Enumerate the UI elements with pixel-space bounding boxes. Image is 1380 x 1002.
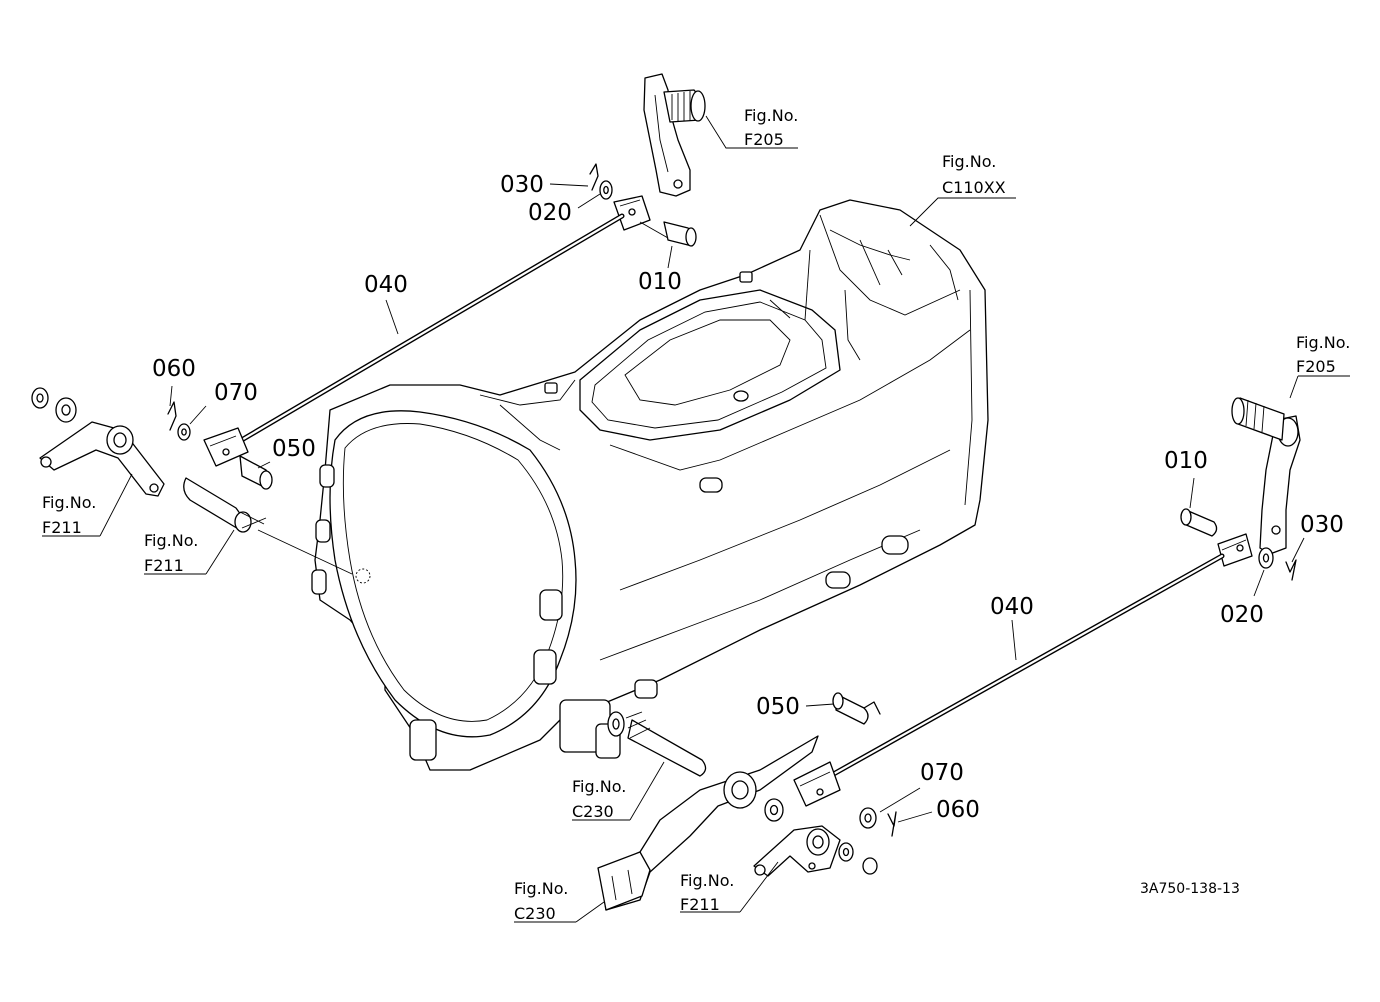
transmission-housing xyxy=(311,199,989,771)
part-label-060-left: 060 xyxy=(152,356,196,382)
fig-ref-line1: Fig.No. xyxy=(144,531,198,550)
part-label-040-left: 040 xyxy=(364,272,408,298)
fig-ref-line2: F211 xyxy=(42,518,82,537)
rod-upper-left xyxy=(225,213,625,451)
part-label-070-bottom: 070 xyxy=(920,760,964,786)
part-label-030-top: 030 xyxy=(500,172,544,198)
fig-ref-c230-upper: Fig.No. C230 xyxy=(572,777,626,821)
fig-ref-f211-left: Fig.No. F211 xyxy=(42,493,96,537)
fig-ref-line1: Fig.No. xyxy=(514,879,568,898)
fig-ref-c110xx: Fig.No. C110XX xyxy=(942,152,1006,197)
fig-ref-line2: F205 xyxy=(1296,357,1336,376)
fig-ref-f211-mid: Fig.No. F211 xyxy=(144,531,198,575)
fig-ref-line1: Fig.No. xyxy=(572,777,626,796)
drawing-code: 3A750-138-13 xyxy=(1140,881,1240,897)
rod-lower-right xyxy=(827,553,1225,779)
fig-ref-line2: C230 xyxy=(514,904,556,923)
fig-ref-c230-lower: Fig.No. C230 xyxy=(514,879,568,923)
part-label-050-left: 050 xyxy=(272,436,316,462)
part-label-050-bottom: 050 xyxy=(756,694,800,720)
part-label-070-left: 070 xyxy=(214,380,258,406)
top-linkage xyxy=(549,73,1016,269)
part-label-020-top: 020 xyxy=(528,200,572,226)
fig-ref-line1: Fig.No. xyxy=(42,493,96,512)
fig-ref-line2: C230 xyxy=(572,802,614,821)
part-label-060-bottom: 060 xyxy=(936,797,980,823)
fig-ref-line1: Fig.No. xyxy=(744,106,798,125)
fig-ref-line2: F211 xyxy=(680,895,720,914)
fig-ref-f205-top: Fig.No. F205 xyxy=(744,106,798,149)
fig-ref-line1: Fig.No. xyxy=(680,871,734,890)
fig-ref-f211-bottom: Fig.No. F211 xyxy=(680,871,734,914)
left-linkage xyxy=(31,385,353,575)
fig-ref-line2: F211 xyxy=(144,556,184,575)
part-label-020-right: 020 xyxy=(1220,602,1264,628)
right-linkage xyxy=(1180,375,1350,597)
part-label-010-top: 010 xyxy=(638,269,682,295)
part-label-010-right: 010 xyxy=(1164,448,1208,474)
fig-ref-f205-right: Fig.No. F205 xyxy=(1296,333,1350,376)
fig-ref-line2: C110XX xyxy=(942,178,1006,197)
part-label-040-right: 040 xyxy=(990,594,1034,620)
part-label-030-right: 030 xyxy=(1300,512,1344,538)
fig-ref-line1: Fig.No. xyxy=(942,152,996,171)
fig-ref-line1: Fig.No. xyxy=(1296,333,1350,352)
bottom-linkage xyxy=(514,692,933,923)
fig-ref-line2: F205 xyxy=(744,130,784,149)
